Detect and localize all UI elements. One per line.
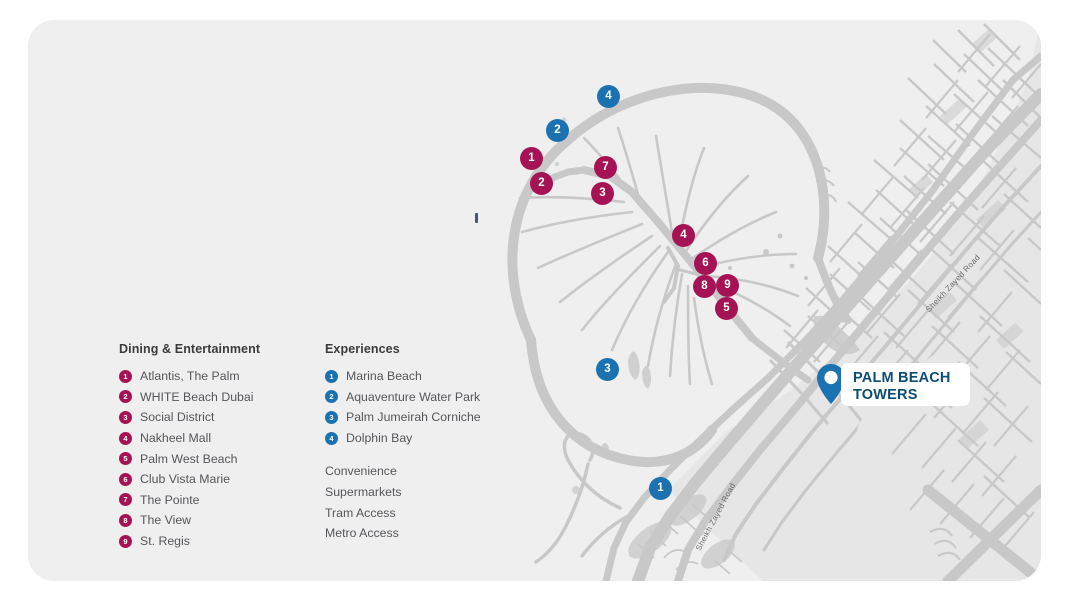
map-marker-magenta-8[interactable]: 8 (693, 275, 716, 298)
legend-item[interactable]: 5 Palm West Beach (119, 448, 319, 469)
map-marker-magenta-9[interactable]: 9 (716, 274, 739, 297)
legend-item-label: Marina Beach (346, 369, 422, 384)
legend-item-label: Club Vista Marie (140, 472, 230, 487)
legend-badge: 9 (119, 534, 132, 548)
legend-badge: 8 (119, 513, 132, 527)
legend-list-experiences: 1 Marina Beach 2 Aquaventure Water Park 3 Pal… (325, 366, 540, 448)
map-marker-magenta-4[interactable]: 4 (672, 224, 695, 247)
location-callout-title: PALM BEACH TOWERS (853, 370, 968, 404)
legend-amenity-item[interactable]: Metro Access (325, 526, 399, 541)
legend-column-dining: Dining & Entertainment 1 Atlantis, The Pa… (119, 342, 319, 551)
map-marker-magenta-1[interactable]: 1 (520, 147, 543, 170)
map-tick-marker (475, 213, 478, 223)
legend-badge: 5 (119, 452, 132, 466)
legend-item[interactable]: 1 Marina Beach (325, 366, 540, 387)
legend-list-dining: 1 Atlantis, The Palm 2 WHITE Beach Dubai 3 So… (119, 366, 319, 551)
map-marker-magenta-3[interactable]: 3 (591, 182, 614, 205)
map-marker-magenta-7[interactable]: 7 (594, 156, 617, 179)
legend-badge: 1 (119, 369, 132, 383)
map-marker-blue-3[interactable]: 3 (596, 358, 619, 381)
map-marker-blue-1[interactable]: 1 (649, 477, 672, 500)
legend-badge: 3 (119, 410, 132, 424)
location-callout-line2: TOWERS (853, 387, 918, 403)
map-base-graphic (28, 20, 1041, 581)
legend-title-dining: Dining & Entertainment (119, 342, 261, 356)
legend-amenity-item[interactable]: Supermarkets (325, 484, 402, 499)
legend-item-label: Aquaventure Water Park (346, 389, 481, 404)
legend-badge: 3 (325, 410, 338, 424)
map-legend: Dining & Entertainment 1 Atlantis, The Pa… (119, 342, 539, 552)
map-marker-magenta-5[interactable]: 5 (715, 297, 738, 320)
legend-badge: 4 (119, 431, 132, 445)
legend-item[interactable]: 4 Dolphin Bay (325, 428, 540, 449)
legend-item-label: Palm Jumeirah Corniche (346, 410, 481, 425)
location-callout[interactable]: PALM BEACH TOWERS (841, 363, 970, 406)
legend-item-label: Atlantis, The Palm (140, 369, 240, 384)
legend-badge: 2 (119, 390, 132, 404)
legend-badge: 2 (325, 390, 338, 404)
map-pin-icon (817, 364, 845, 404)
location-callout-line1: PALM BEACH (853, 370, 951, 386)
legend-badge: 4 (325, 431, 338, 445)
legend-item-label: St. Regis (140, 534, 190, 549)
legend-item[interactable]: 8 The View (119, 510, 319, 531)
legend-item-label: The Pointe (140, 492, 200, 507)
legend-amenity-item[interactable]: Convenience (325, 464, 397, 479)
legend-title-experiences: Experiences (325, 342, 400, 356)
map-marker-blue-4[interactable]: 4 (597, 85, 620, 108)
legend-item-label: The View (140, 513, 192, 528)
legend-item[interactable]: 3 Social District (119, 407, 319, 428)
legend-amenity-item[interactable]: Tram Access (325, 505, 396, 520)
legend-item[interactable]: 4 Nakheel Mall (119, 428, 319, 449)
map-marker-magenta-2[interactable]: 2 (530, 172, 553, 195)
legend-item-label: WHITE Beach Dubai (140, 389, 254, 404)
legend-badge: 1 (325, 369, 338, 383)
legend-item[interactable]: 1 Atlantis, The Palm (119, 366, 319, 387)
legend-item-label: Dolphin Bay (346, 431, 413, 446)
legend-column-experiences: Experiences 1 Marina Beach 2 Aquaventure Wa… (325, 342, 540, 544)
legend-badge: 7 (119, 493, 132, 507)
legend-item[interactable]: 3 Palm Jumeirah Corniche (325, 407, 540, 428)
map-marker-magenta-6[interactable]: 6 (694, 252, 717, 275)
legend-item[interactable]: 7 The Pointe (119, 490, 319, 511)
legend-item[interactable]: 6 Club Vista Marie (119, 469, 319, 490)
legend-item[interactable]: 9 St. Regis (119, 531, 319, 552)
legend-item-label: Nakheel Mall (140, 431, 212, 446)
legend-item-label: Palm West Beach (140, 451, 238, 466)
legend-badge: 6 (119, 472, 132, 486)
map-marker-blue-2[interactable]: 2 (546, 119, 569, 142)
legend-item-label: Social District (140, 410, 215, 425)
legend-item[interactable]: 2 WHITE Beach Dubai (119, 387, 319, 408)
legend-item[interactable]: 2 Aquaventure Water Park (325, 387, 540, 408)
